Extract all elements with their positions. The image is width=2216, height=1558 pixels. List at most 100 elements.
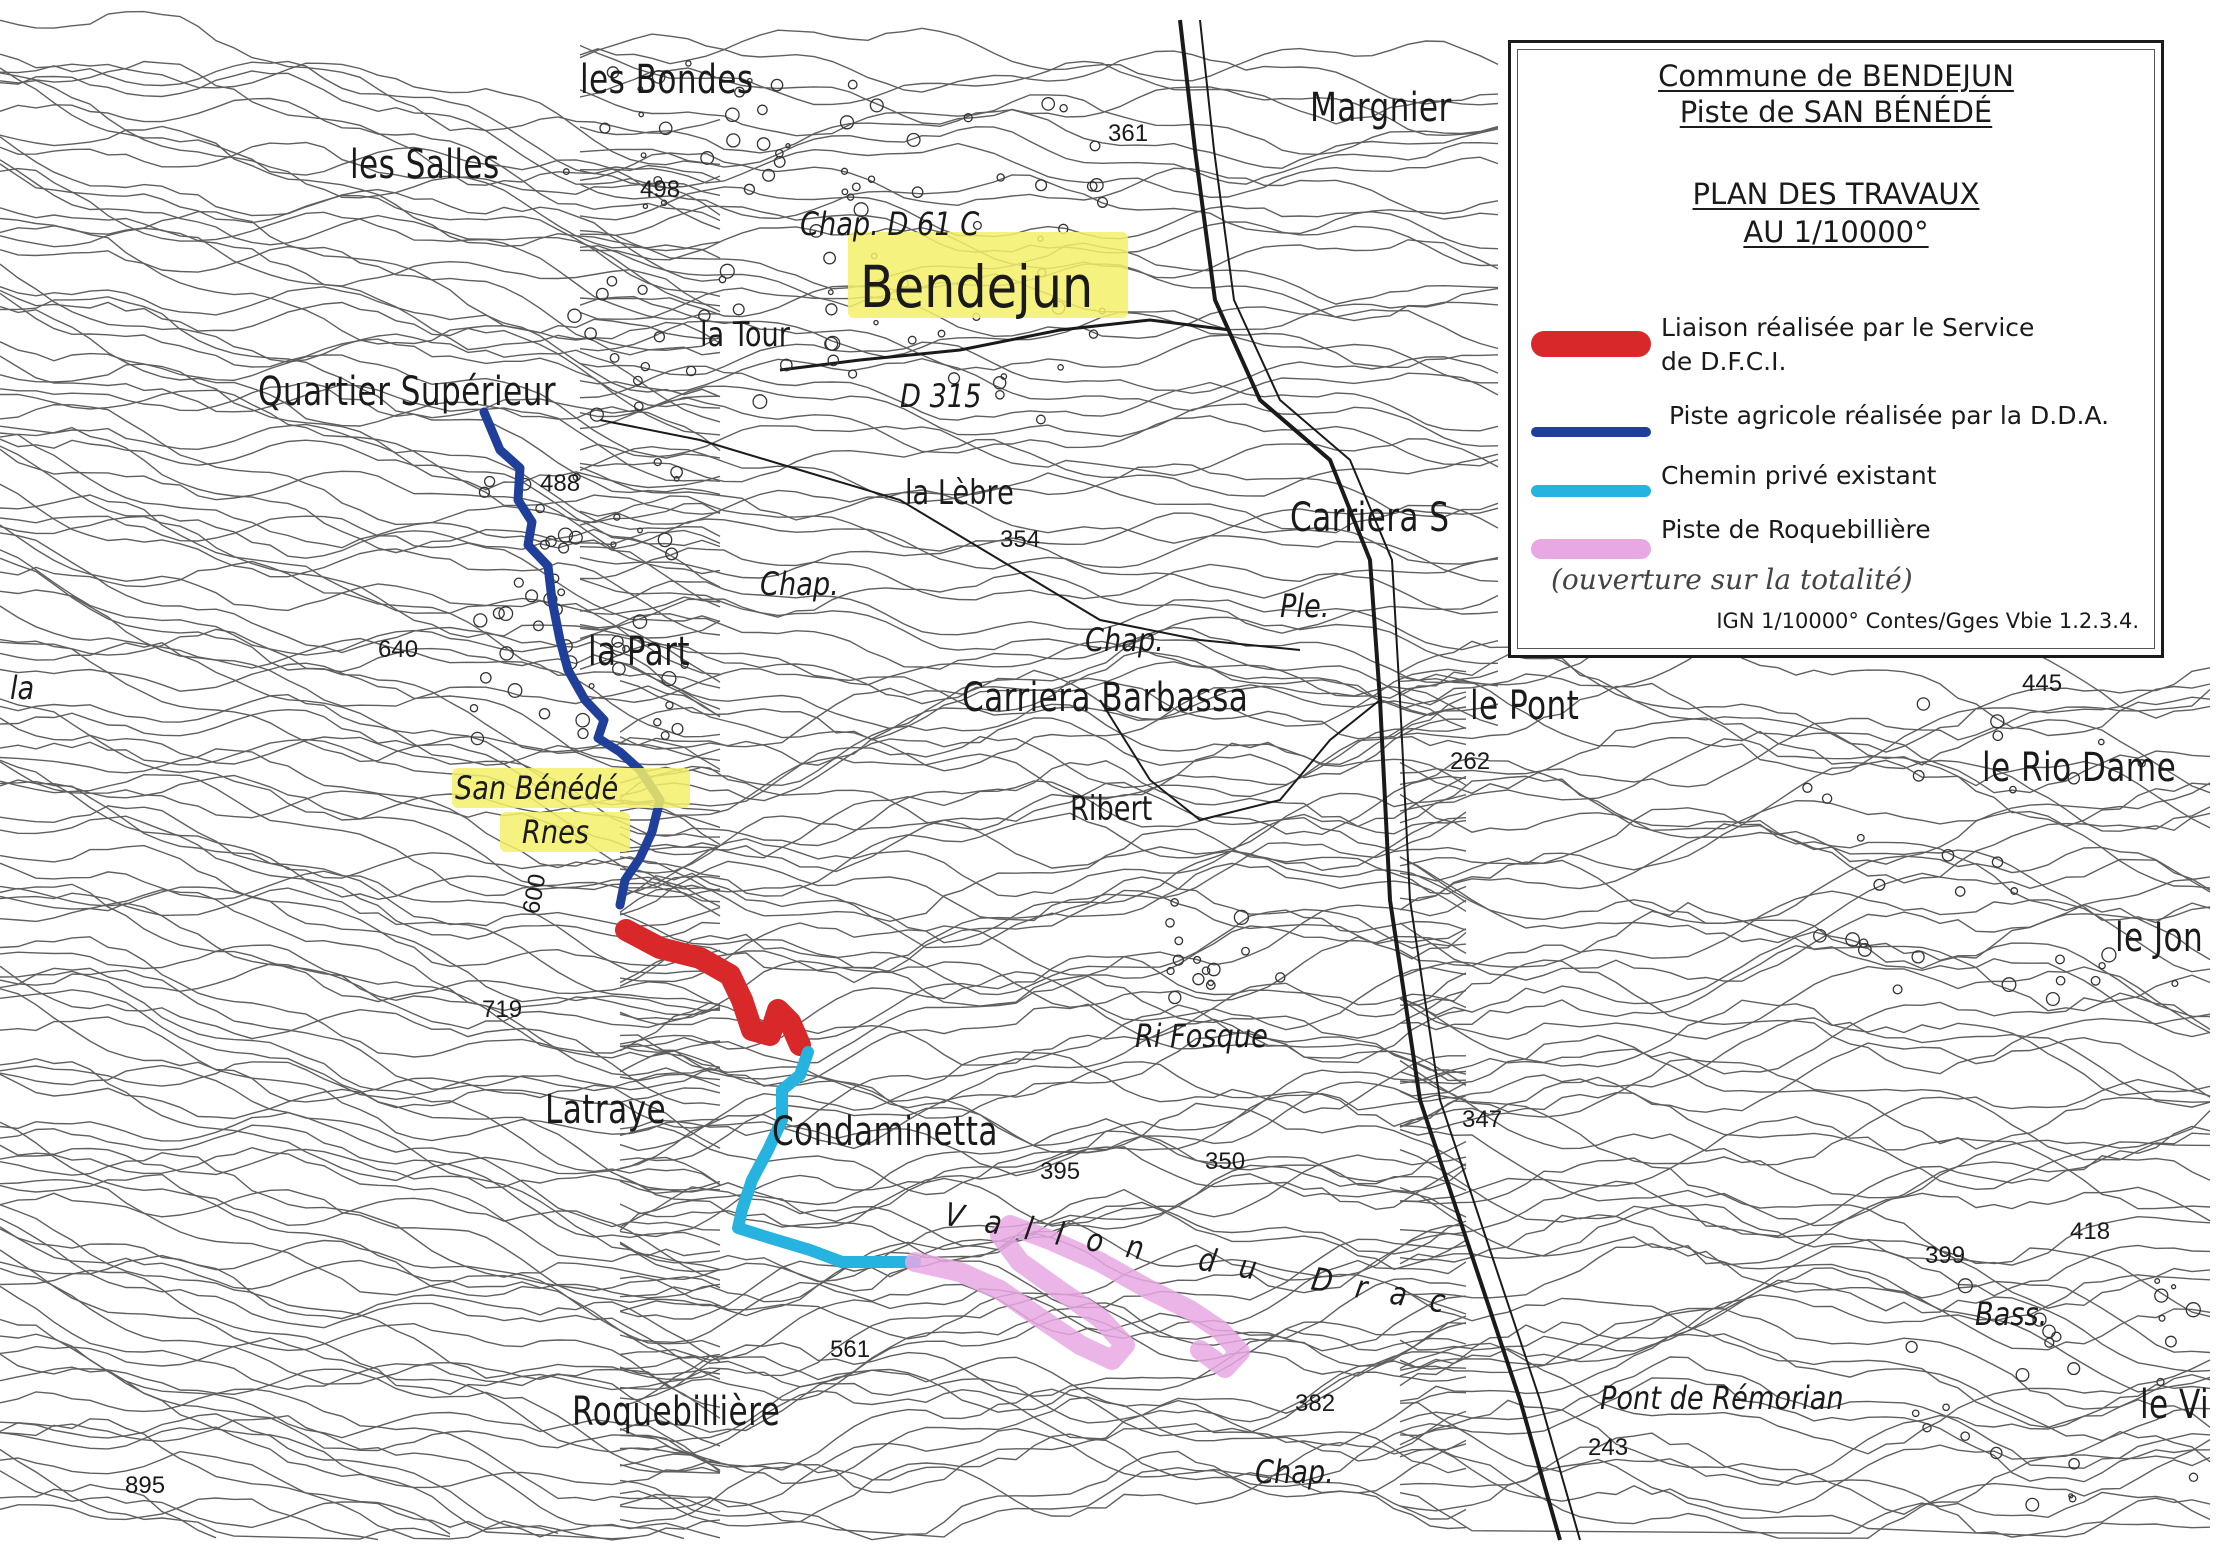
place-chap-right: Chap. <box>1085 621 1164 659</box>
contour-line <box>0 1448 451 1540</box>
vegetation-mark <box>640 361 651 372</box>
vegetation-mark <box>1192 973 1205 986</box>
contour-line <box>0 1254 721 1380</box>
legend-swatch-blue <box>1531 427 1651 437</box>
vegetation-mark <box>756 137 771 151</box>
contour-line <box>0 494 721 616</box>
contour-line <box>579 174 1499 235</box>
vegetation-mark <box>633 401 644 412</box>
contour-line <box>619 1396 1467 1485</box>
contour-line <box>619 1244 1467 1340</box>
contour-line <box>619 1052 1466 1137</box>
contour-line <box>1399 682 2211 794</box>
contour-line <box>619 1321 1467 1401</box>
contour-line <box>1399 859 2211 970</box>
vegetation-mark <box>1813 928 1827 943</box>
vegetation-mark <box>637 527 643 534</box>
contour-line <box>0 296 721 419</box>
vegetation-mark <box>2051 1331 2062 1343</box>
vegetation-mark <box>1086 180 1098 192</box>
contour-line <box>619 899 1467 983</box>
vegetation-mark <box>1905 1340 1918 1354</box>
contour-line <box>0 557 721 717</box>
vegetation-mark <box>2164 1335 2177 1348</box>
vegetation-mark <box>1941 848 1955 862</box>
contour-line <box>1399 1157 2211 1266</box>
highlight-san-benede <box>452 768 690 808</box>
vegetation-mark <box>637 85 644 92</box>
vegetation-mark <box>657 532 673 548</box>
vegetation-mark <box>606 275 618 287</box>
vegetation-mark <box>1165 917 1175 928</box>
vegetation-mark <box>1172 954 1184 966</box>
contour-line <box>1399 999 2211 1096</box>
vegetation-mark <box>770 78 784 92</box>
vegetation-mark <box>2055 954 2065 965</box>
legend-item-private: Chemin privé existant <box>1531 459 2141 519</box>
vegetation-mark <box>1821 793 1833 804</box>
vegetation-mark <box>1911 950 1925 964</box>
contour-line <box>1399 717 2211 795</box>
vegetation-mark <box>1205 980 1216 991</box>
vegetation-mark <box>532 620 544 632</box>
vegetation-mark <box>665 547 679 561</box>
place-bendejun: Bendejun <box>860 253 1094 321</box>
vegetation-mark <box>525 589 539 603</box>
vegetation-mark <box>539 539 550 550</box>
contour-line <box>619 975 1467 1064</box>
contour-line <box>619 1466 1467 1538</box>
place-rnes: Rnes <box>522 813 590 851</box>
vegetation-mark <box>2001 977 2017 993</box>
vegetation-mark <box>498 606 514 622</box>
map-legend: Commune de BENDEJUN Piste de SAN BÉNÉDÉ … <box>1508 40 2164 658</box>
vegetation-mark <box>1922 1422 1932 1433</box>
contour-line <box>0 605 721 738</box>
vegetation-mark <box>575 712 591 728</box>
vegetation-mark <box>2185 1302 2201 1318</box>
vegetation-mark <box>499 646 514 661</box>
altitude-label: 895 <box>125 1472 166 1499</box>
contour-line <box>0 1124 721 1246</box>
contour-line <box>0 445 721 608</box>
vegetation-mark <box>1000 373 1008 380</box>
altitude-label: 719 <box>482 996 523 1023</box>
place-bass: Bass. <box>1975 1295 2048 1333</box>
vegetation-mark <box>2025 1497 2040 1512</box>
contour-line <box>0 448 721 575</box>
contour-line <box>0 1151 721 1281</box>
vegetation-mark <box>611 642 626 656</box>
vegetation-mark <box>823 251 837 265</box>
vegetation-mark <box>869 98 884 113</box>
vegetation-mark <box>700 151 715 165</box>
place-san-benede: San Bénédé <box>455 769 619 807</box>
contour-line <box>1399 904 2211 982</box>
vegetation-mark <box>653 175 663 186</box>
contour-line <box>0 227 721 352</box>
vegetation-mark <box>642 203 649 210</box>
vegetation-mark <box>2068 1494 2077 1503</box>
contour-line <box>579 397 1499 467</box>
contour-line <box>579 152 1499 220</box>
vegetation-mark <box>632 614 648 629</box>
contour-line <box>619 936 1467 1021</box>
vegetation-mark <box>1991 856 2004 868</box>
vegetation-mark <box>538 707 551 720</box>
contour-line <box>0 1426 631 1540</box>
vegetation-mark <box>773 155 786 168</box>
vegetation-mark <box>1845 932 1860 947</box>
contour-line <box>619 775 1467 859</box>
contour-line <box>0 1217 721 1380</box>
contour-line <box>0 1418 721 1541</box>
vegetation-mark <box>2044 1337 2055 1348</box>
vegetation-mark <box>2009 785 2017 794</box>
vegetation-mark <box>907 335 917 345</box>
vegetation-mark <box>827 354 840 367</box>
vegetation-mark <box>839 115 855 130</box>
contour-line <box>1399 856 2211 944</box>
vegetation-mark <box>562 168 570 176</box>
vegetation-mark <box>825 303 838 316</box>
contour-line <box>0 167 721 313</box>
vegetation-mark <box>757 104 768 116</box>
contour-line <box>579 495 1499 565</box>
vegetation-mark <box>661 670 677 687</box>
